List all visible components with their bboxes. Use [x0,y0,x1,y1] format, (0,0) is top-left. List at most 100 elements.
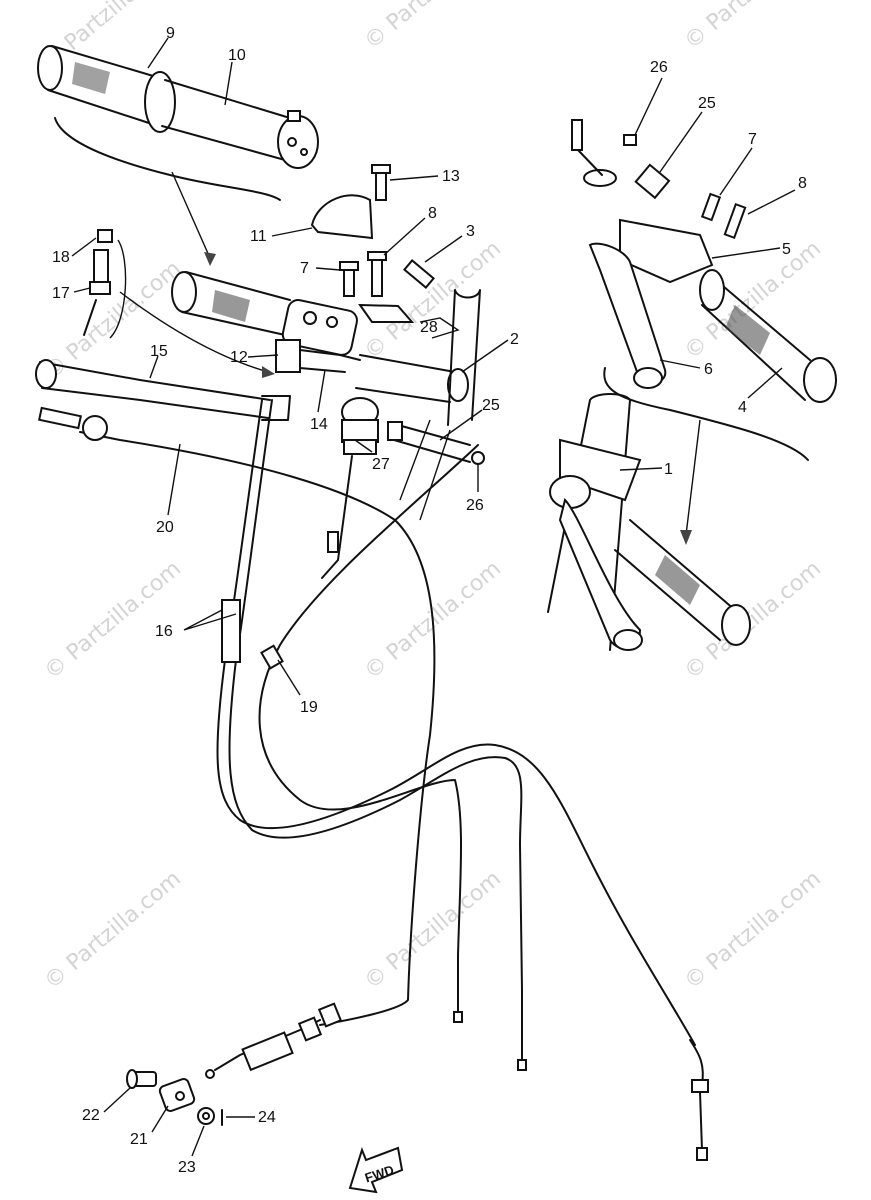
callout-10: 10 [228,47,246,64]
callout-1: 1 [664,461,673,478]
part-12-housing [281,299,358,356]
callout-5: 5 [782,241,791,258]
grip-10-hole [300,148,308,156]
leader-25b [659,111,703,173]
part-14-bracket [299,349,361,373]
leader-5 [711,247,781,259]
cable-19-sleeve [260,644,284,670]
callout-11: 11 [250,228,267,245]
part-1-clamp [549,475,591,509]
part-12-screw [326,316,338,328]
part-18-nut [97,229,113,243]
leader-23 [191,1125,205,1157]
part-12-body [275,339,301,373]
part-17-cable [83,299,97,336]
watermark-layer: © Partzilla.com © Partzilla.com © Partzi… [38,0,826,995]
grip-9-knurl [72,62,110,94]
leader-20 [167,443,181,516]
part-27-connector [327,531,339,553]
part-6-lever-tip [633,367,663,389]
grip-10-screw [287,110,301,122]
assembly-arrow [171,171,211,259]
cables [79,399,709,1161]
callout-26b: 26 [650,59,668,76]
part-11-clamp [310,194,374,240]
callout-7b: 7 [748,131,757,148]
part-27-nut [343,439,377,455]
grip-group-bracket [54,117,281,201]
grip-4-body [701,274,811,401]
leader-3 [424,235,463,263]
leader-8b [747,189,796,215]
leader-9 [147,37,169,69]
part-7-head [339,261,359,271]
cable-16b [228,399,523,991]
cable-elbow [689,1039,704,1086]
grip-4-end [803,357,837,403]
adjuster-nut [297,1016,323,1042]
part-8b-bolt [723,202,747,240]
part-22-head [126,1069,138,1089]
callout-labels: 9 10 13 11 8 3 7 18 17 28 2 15 12 14 25 … [52,25,807,1176]
watermark: © Partzilla.com [680,866,826,994]
part-7-bolt [343,267,355,297]
callout-19: 19 [300,699,318,716]
cable-20 [79,431,436,1026]
callout-26: 26 [466,497,484,514]
callout-3: 3 [466,223,475,240]
cable-end-ball [205,1069,215,1079]
part-26-bolt [571,119,583,151]
part-2-end [447,368,469,402]
part-2-handlebar [355,354,456,403]
callout-16: 16 [155,623,173,640]
cable-adjuster-assembly [126,1002,343,1126]
lever-group-bracket [603,367,809,461]
callout-4: 4 [738,399,747,416]
cable-16-sleeve [221,599,241,663]
grip-4-knurl [725,305,770,355]
leader-11 [271,227,313,237]
grip-left-end [171,271,197,313]
callout-8b: 8 [798,175,807,192]
part-26b-screw [623,134,637,146]
callout-17: 17 [52,285,70,302]
grip-right-knurl [655,555,700,605]
part-1-perch [559,438,642,502]
part-28-plate [358,303,415,323]
part-26-adjuster [583,169,617,187]
grip-10-body [161,79,291,161]
part-1-lever-tip [613,629,643,651]
leader-2 [461,339,509,373]
leader-17 [73,287,91,293]
leader-13 [389,175,439,181]
part-17-bracket [109,239,127,339]
part-27-wire [321,455,353,579]
callout-9: 9 [166,25,175,42]
callout-23: 23 [178,1159,196,1176]
part-13-bolt [375,169,387,201]
callout-7: 7 [300,260,309,277]
assembly-arrow [685,419,701,536]
callout-18: 18 [52,249,70,266]
callout-20: 20 [156,519,174,536]
callout-2: 2 [510,331,519,348]
leader-4 [747,367,783,399]
callout-22: 22 [82,1107,100,1124]
callout-12: 12 [230,349,248,366]
watermark: © Partzilla.com [680,556,826,684]
callout-8: 8 [428,205,437,222]
cable-20-adjust-wheel [82,415,108,441]
part-1-lever [558,498,642,650]
part-21-hole [175,1091,185,1101]
grip-10-housing [277,115,319,169]
part-25-tip [387,421,403,441]
cable-end-nipple [696,1147,708,1161]
part-17-leader [119,291,269,373]
leader-19 [277,659,301,696]
grip-4-inner [699,269,725,311]
watermark: © Partzilla.com [360,866,506,994]
part-8-bolt [371,257,383,297]
callout-25b: 25 [698,95,716,112]
leader-1 [619,467,663,471]
